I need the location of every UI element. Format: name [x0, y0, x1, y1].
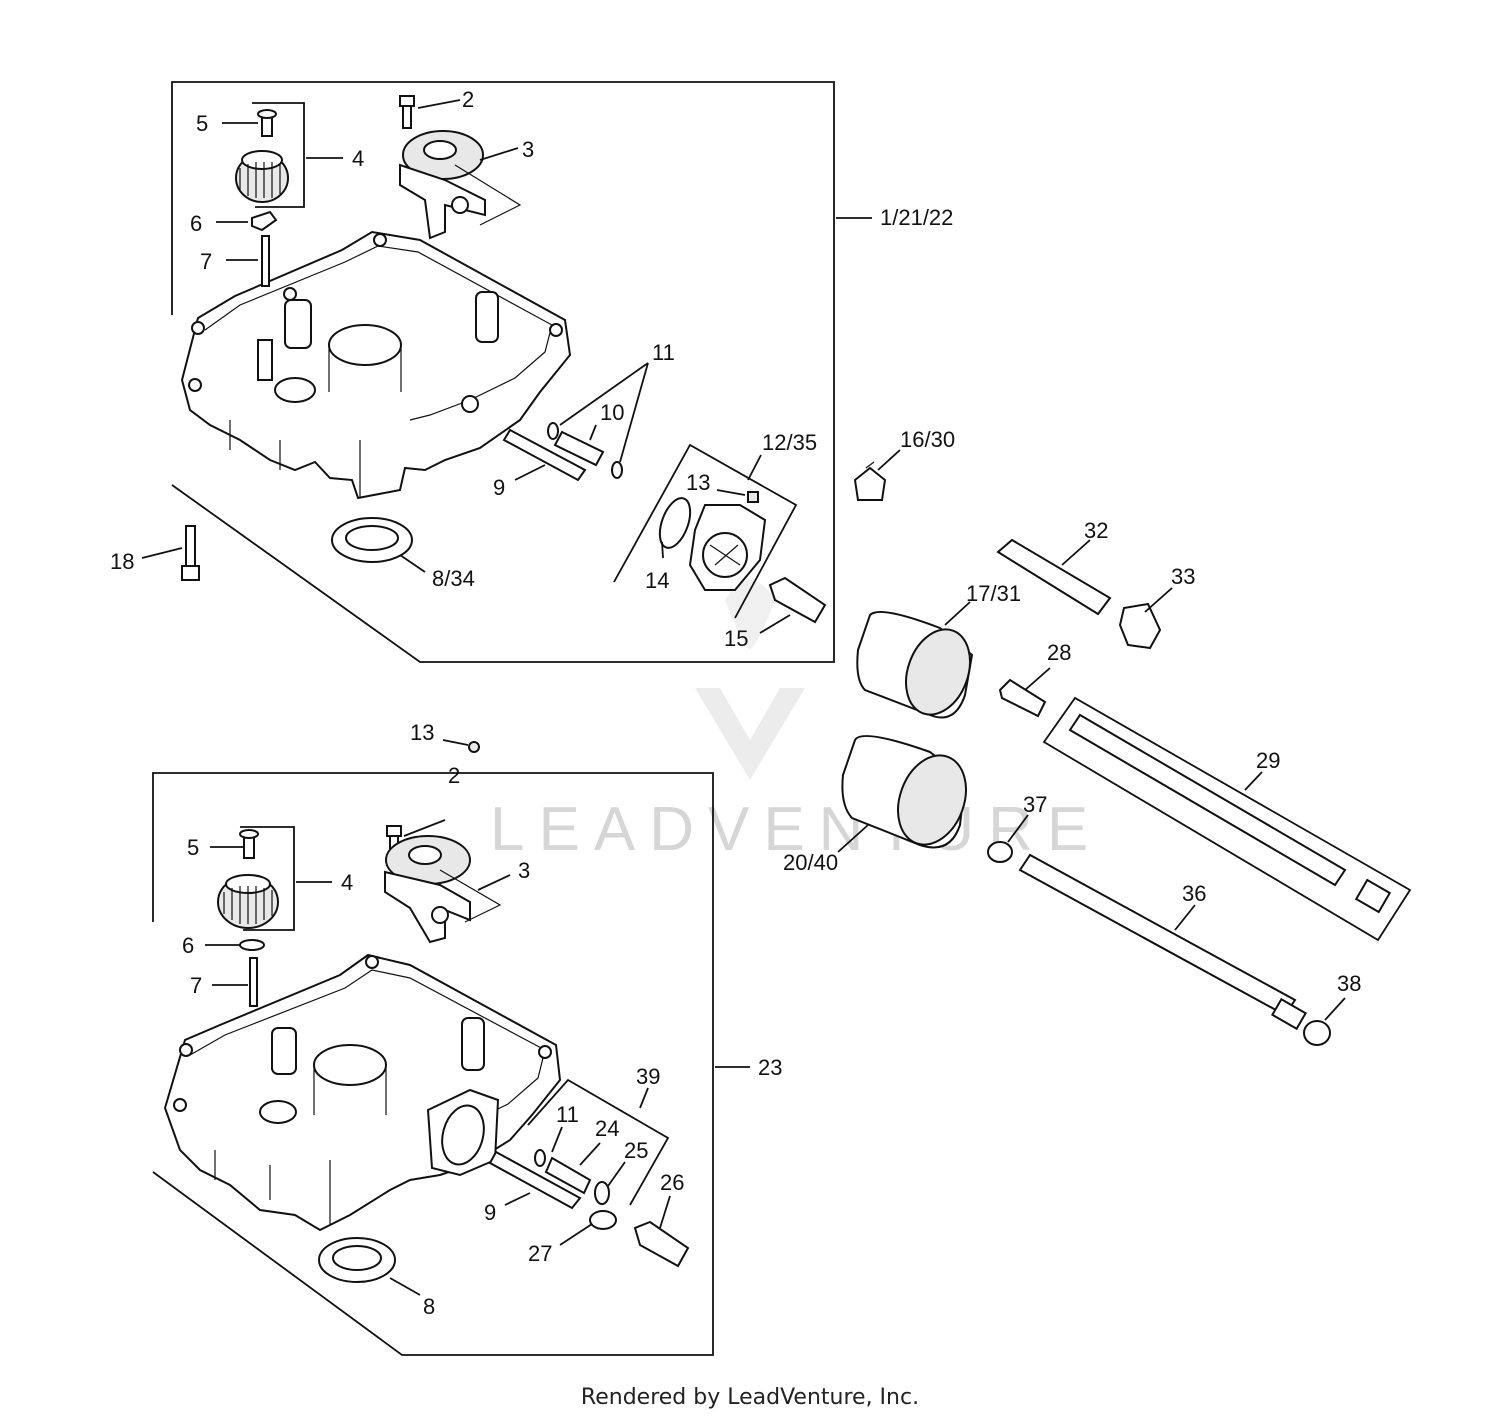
callout-4-bottom: 4 — [341, 870, 353, 895]
callout-3-bottom: 3 — [518, 858, 530, 883]
callout-6: 6 — [190, 211, 202, 236]
bracket-39 — [527, 1078, 670, 1206]
callout-13-loose: 13 — [410, 720, 434, 745]
part-6-clip-top — [251, 210, 278, 232]
callout-36: 36 — [1182, 881, 1206, 906]
part-12-pump-cover — [688, 504, 767, 591]
callout-5: 5 — [196, 111, 208, 136]
sump-housing-top — [180, 230, 572, 500]
leader-3-shape-bottom — [439, 869, 502, 923]
part-11-oring-bottom — [534, 1149, 546, 1167]
part-9-tube-top — [502, 428, 587, 482]
callout-23: 23 — [758, 1055, 782, 1080]
callout-15: 15 — [724, 626, 748, 651]
callout-25: 25 — [624, 1138, 648, 1163]
bracket-29 — [1042, 696, 1412, 942]
callout-2: 2 — [462, 87, 474, 112]
part-27-washer — [589, 1210, 617, 1230]
bottom-group-frame — [152, 772, 714, 1356]
callout-2-bottom: 2 — [448, 763, 460, 788]
part-36-drain-hose — [1018, 853, 1307, 1031]
callout-33: 33 — [1171, 564, 1195, 589]
callout-8-bottom: 8 — [423, 1294, 435, 1319]
callout-39: 39 — [636, 1064, 660, 1089]
top-assembly-group: 2 3 4 5 6 7 1/21/22 11 10 9 12/35 13 14 … — [110, 81, 953, 663]
part-13-spring-loose — [468, 741, 480, 753]
callout-28: 28 — [1047, 640, 1071, 665]
part-37-hose-clamp — [987, 841, 1013, 863]
callout-10: 10 — [600, 400, 624, 425]
callout-13: 13 — [686, 470, 710, 495]
part-5-pin-top — [257, 109, 277, 137]
part-9-tube-bottom — [488, 1150, 582, 1210]
part-3-pump-gear-top — [399, 130, 486, 240]
bracket-4-top — [252, 102, 305, 208]
callout-16-30: 16/30 — [900, 427, 955, 452]
part-5-pin-bottom — [239, 829, 259, 859]
callout-3: 3 — [522, 137, 534, 162]
part-14-oring-top — [658, 497, 692, 549]
watermark-logo — [695, 580, 805, 780]
part-38-drain-plug — [1303, 1020, 1331, 1046]
part-28-hose-fitting — [998, 678, 1047, 718]
right-parts-group: 16/30 32 33 17/31 20/40 28 29 — [410, 427, 1412, 1046]
callout-11-bottom: 11 — [556, 1102, 579, 1127]
callout-7: 7 — [200, 249, 212, 274]
part-15-fitting-top — [768, 576, 827, 624]
callout-20-40: 20/40 — [783, 850, 838, 875]
part-7-shaft-top — [261, 235, 270, 287]
callout-8-34: 8/34 — [432, 566, 475, 591]
callout-9: 9 — [493, 475, 505, 500]
part-29-drain-hose — [1068, 713, 1392, 914]
part-8-34-seal-top — [331, 517, 413, 563]
callout-6-bottom: 6 — [182, 933, 194, 958]
callout-27: 27 — [528, 1241, 552, 1266]
part-8-seal-bottom — [318, 1237, 396, 1283]
part-20-40-oil-filter — [841, 735, 967, 849]
callout-14: 14 — [645, 568, 669, 593]
callout-7-bottom: 7 — [190, 973, 202, 998]
callout-11: 11 — [652, 340, 675, 365]
part-24-fitting — [544, 1156, 592, 1195]
part-10-fitting-top — [553, 430, 605, 467]
callout-38: 38 — [1337, 971, 1361, 996]
top-group-frame — [171, 81, 835, 663]
part-11-oring-a-top — [547, 422, 559, 440]
footer-credit: Rendered by LeadVenture, Inc. — [580, 1385, 920, 1410]
bracket-12-35 — [613, 443, 798, 619]
callout-18: 18 — [110, 549, 134, 574]
callout-17-31: 17/31 — [966, 581, 1021, 606]
sump-housing-bottom — [163, 953, 562, 1232]
callout-4: 4 — [352, 146, 364, 171]
part-17-31-oil-filter — [856, 611, 974, 719]
part-2-bolt-top — [399, 95, 415, 129]
part-26-fitting — [633, 1220, 690, 1268]
part-6-clip-bottom — [239, 939, 265, 951]
part-4-governor-gear-bottom — [217, 874, 279, 929]
part-7-shaft-bottom — [249, 957, 258, 1007]
callout-1-21-22: 1/21/22 — [880, 205, 953, 230]
part-32-nipple — [996, 538, 1112, 616]
part-11-oring-b-top — [611, 461, 623, 479]
bracket-4-bottom — [240, 826, 295, 931]
callout-5-bottom: 5 — [187, 835, 199, 860]
part-13-spring-top — [747, 491, 759, 503]
part-3-pump-gear-bottom — [384, 835, 471, 944]
part-25-oring — [594, 1181, 610, 1205]
part-33-cap — [1118, 602, 1162, 650]
part-18-bolt — [181, 525, 200, 581]
callout-26: 26 — [660, 1170, 684, 1195]
bottom-assembly-group: 2 3 4 5 6 7 23 39 11 24 25 26 9 27 8 — [152, 763, 782, 1356]
callout-32: 32 — [1084, 518, 1108, 543]
callout-9-bottom: 9 — [484, 1200, 496, 1225]
callout-37: 37 — [1023, 792, 1047, 817]
part-4-governor-gear-top — [235, 150, 289, 203]
part-16-30-plug — [853, 461, 887, 501]
callout-29: 29 — [1256, 748, 1280, 773]
leader-3-shape — [454, 164, 522, 226]
callout-12-35: 12/35 — [762, 430, 817, 455]
callout-24: 24 — [595, 1116, 619, 1141]
